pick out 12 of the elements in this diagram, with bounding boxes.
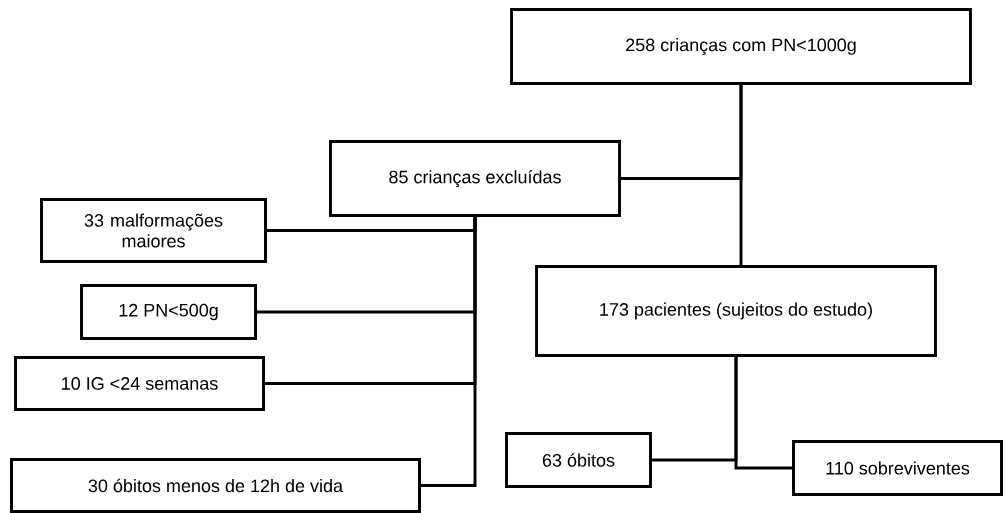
flow-box: 10 IG <24 semanas [14, 356, 265, 411]
connector-line [734, 357, 793, 470]
flow-box: 30 óbitos menos de 12h de vida [10, 458, 421, 513]
connector-line [739, 84, 743, 265]
flow-box: 258 crianças com PN<1000g [510, 8, 972, 85]
flow-box: 63 óbitos [505, 432, 652, 488]
connector-line [421, 216, 477, 487]
flow-box: 33 malformações maiores [40, 198, 267, 263]
flow-box: 110 sobreviventes [792, 440, 1003, 496]
flow-box: 12 PN<500g [80, 284, 257, 340]
flow-box: 173 pacientes (sujeitos do estudo) [535, 265, 937, 357]
flow-box: 85 crianças excluídas [329, 140, 621, 217]
